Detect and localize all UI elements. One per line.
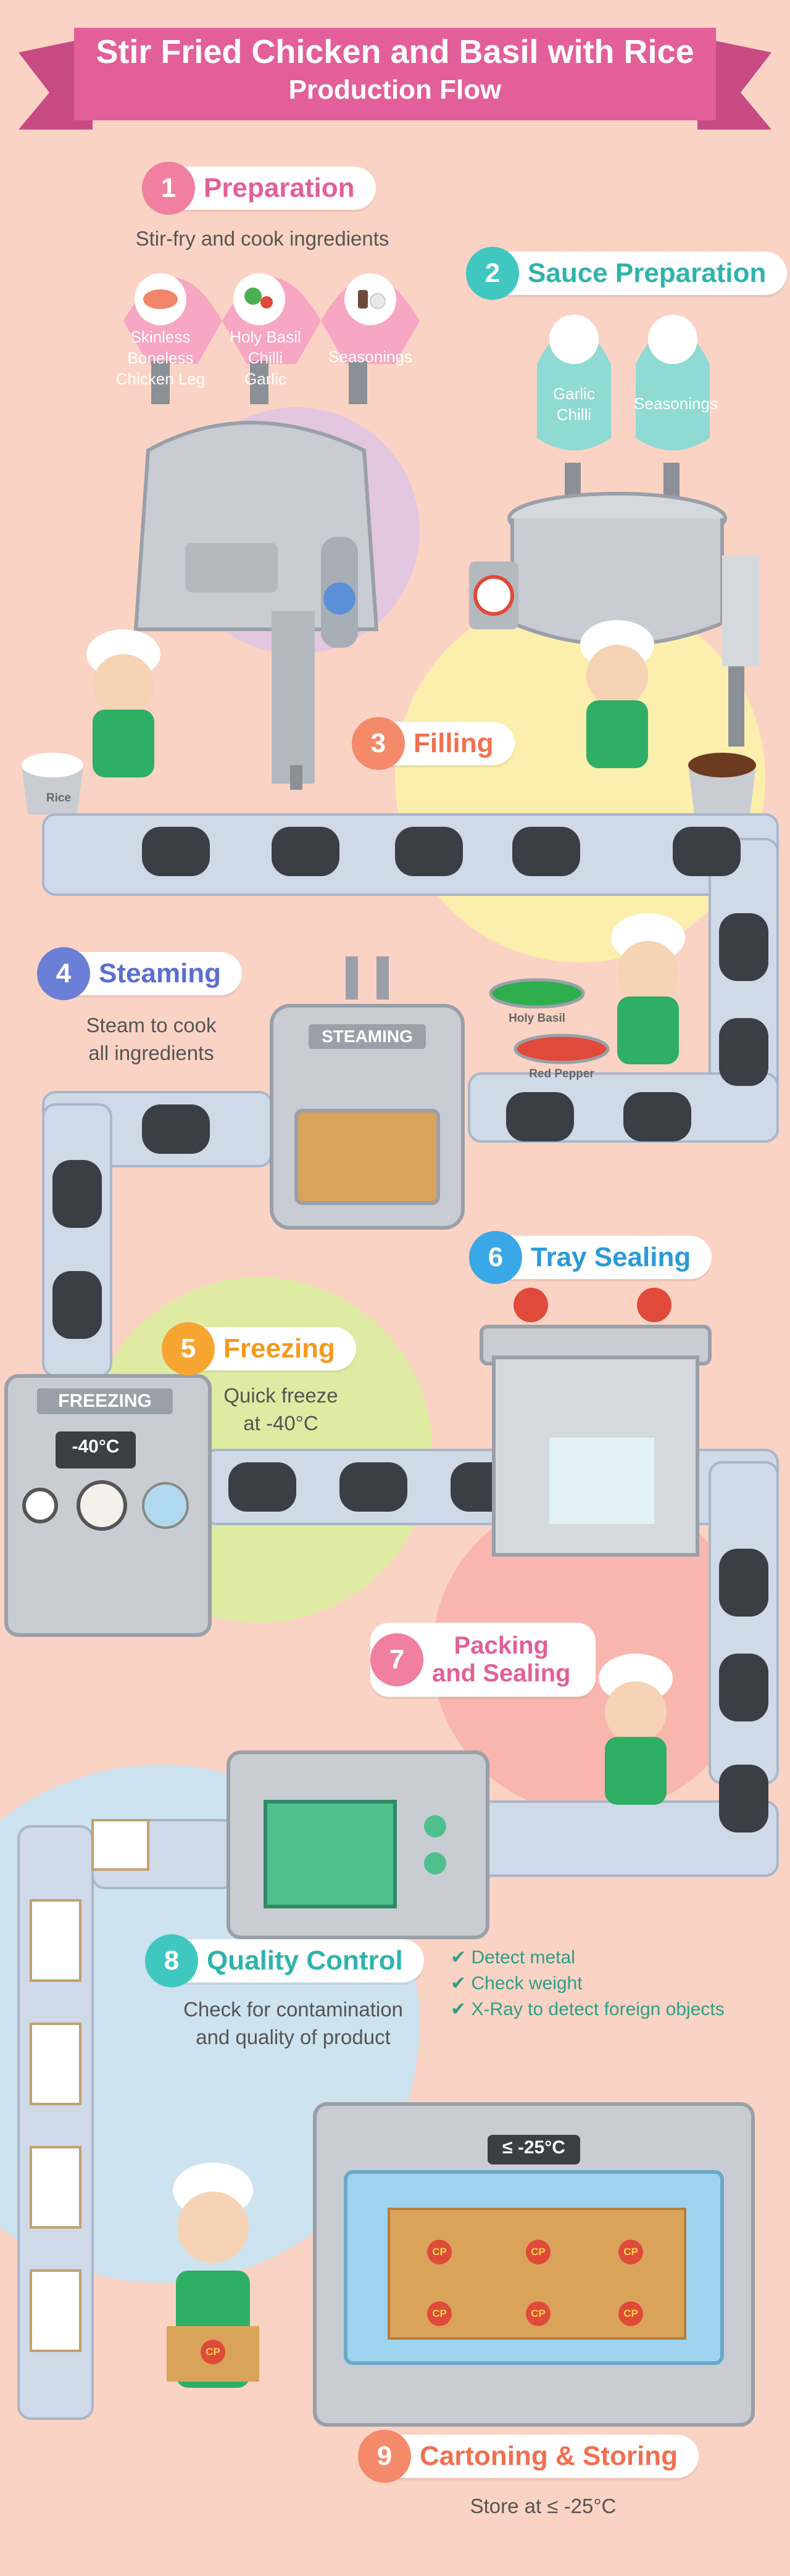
step-5-number: 5: [162, 1322, 215, 1375]
step-5-label: Freezing: [223, 1333, 335, 1364]
step-8-number: 8: [145, 1934, 198, 1987]
step-3-number: 3: [352, 717, 405, 770]
step-4-label: Steaming: [99, 958, 222, 988]
hopper-chicken: [123, 273, 222, 404]
step-6-number: 6: [469, 1231, 522, 1284]
step-5-desc-line-2: at -40°C: [243, 1411, 318, 1435]
step-4-desc-line-1: Steam to cook: [86, 1014, 217, 1037]
check-item-3-label: X-Ray to detect foreign objects: [471, 1999, 725, 2019]
sauce-garlic-line-2: Chilli: [556, 405, 592, 424]
step-7-badge: Packing and Sealing 7: [370, 1623, 596, 1697]
step-9-desc: Store at ≤ -25°C: [470, 2495, 617, 2517]
step-8-desc-line-1: Check for contamination: [183, 1998, 403, 2021]
ingredient-seasonings: Seasonings: [328, 347, 412, 366]
packing-machine: [227, 1750, 489, 1939]
ingredient-chicken-line-3: Chicken Leg: [115, 369, 206, 388]
chef-4: [599, 1654, 673, 1805]
title-line-2: Production Flow: [288, 74, 502, 105]
cp-logo: CP: [618, 2240, 643, 2264]
step-5-desc-line-1: Quick freeze: [223, 1384, 338, 1407]
checkmark-icon: ✔: [451, 1999, 467, 2019]
ingredient-chicken-line-1: Skinless: [130, 328, 191, 346]
cp-logo: CP: [526, 2301, 551, 2326]
cp-logo: CP: [618, 2301, 643, 2326]
ingredient-chicken-line-2: Boneless: [127, 348, 194, 367]
step-4-desc-line-2: all ingredients: [88, 1041, 214, 1064]
check-item-2-label: Check weight: [471, 1973, 583, 1994]
cp-logo: CP: [526, 2240, 551, 2264]
check-item-1: ✔ Detect metal: [451, 1947, 575, 1968]
title-line-1: Stir Fried Chicken and Basil with Rice: [96, 33, 694, 70]
step-2-label: Sauce Preparation: [528, 258, 767, 288]
ingredient-basil-line-3: Garlic: [244, 369, 286, 388]
chef-2: [580, 620, 654, 768]
check-item-1-label: Detect metal: [471, 1947, 575, 1968]
ingredient-chicken: Skinless Boneless Chicken Leg: [114, 327, 207, 389]
step-2-badge: Sauce Preparation 2: [466, 247, 788, 300]
check-item-3: ✔ X-Ray to detect foreign objects: [451, 1998, 725, 2020]
step-8-label: Quality Control: [207, 1945, 403, 1976]
step-1-desc: Stir-fry and cook ingredients: [135, 227, 389, 250]
freezing-machine: [4, 1374, 212, 1637]
ingredient-basil-line-1: Holy Basil: [230, 328, 301, 346]
step-9-number: 9: [358, 2430, 411, 2483]
step-7-label-line-1: Packing: [454, 1632, 549, 1659]
step-6-badge: Tray Sealing 6: [469, 1231, 712, 1284]
step-3-label: Filling: [414, 728, 494, 758]
storage-temp-display: ≤ -25°C: [502, 2137, 565, 2158]
step-4-number: 4: [37, 947, 90, 1000]
tray-sealing-machine: [480, 1288, 712, 1557]
step-2-number: 2: [466, 247, 519, 300]
step-7-number: 7: [370, 1633, 423, 1686]
ingredient-basil: Holy Basil Chilli Garlic: [219, 327, 312, 389]
step-8-desc-line-2: and quality of product: [196, 2025, 391, 2048]
cp-logo: CP: [427, 2301, 452, 2326]
sauce-bucket: [688, 753, 756, 814]
step-6-label: Tray Sealing: [531, 1242, 691, 1272]
step-5-desc: Quick freeze at -40°C: [210, 1382, 352, 1437]
page-title: Stir Fried Chicken and Basil with Rice P…: [74, 32, 716, 107]
steaming-machine: [270, 956, 465, 1230]
holy-basil-label: Holy Basil: [509, 1012, 565, 1025]
step-9-label: Cartoning & Storing: [420, 2441, 678, 2471]
step-8-badge: Quality Control 8: [145, 1934, 424, 1987]
step-7-label-line-2: and Sealing: [432, 1660, 571, 1687]
hopper-basil: [222, 273, 321, 404]
step-9-badge: Cartoning & Storing 9: [358, 2430, 699, 2483]
chef-1: [86, 629, 160, 777]
chef-3: [611, 913, 685, 1064]
step-8-desc: Check for contamination and quality of p…: [157, 1996, 429, 2051]
rice-label: Rice: [46, 792, 72, 805]
sauce-seasonings: Seasonings: [634, 394, 718, 413]
step-4-badge: Steaming 4: [37, 947, 243, 1000]
cp-logo: CP: [201, 2340, 225, 2364]
packed-boxes: [30, 1819, 149, 2352]
freezing-sign: FREEZING: [37, 1388, 173, 1414]
freezer-temp-display: -40°C: [72, 1436, 120, 1457]
step-5-badge: Freezing 5: [162, 1322, 356, 1375]
checkmark-icon: ✔: [451, 1973, 467, 1994]
steaming-sign: STEAMING: [309, 1024, 426, 1049]
rice-bucket: [22, 753, 83, 814]
ingredient-basil-line-2: Chilli: [247, 348, 283, 367]
check-item-2: ✔ Check weight: [451, 1973, 583, 1994]
red-pepper-label: Red Pepper: [529, 1067, 594, 1080]
step-4-desc: Steam to cook all ingredients: [59, 1012, 244, 1067]
hopper-seasonings-1: [321, 273, 420, 404]
step-1-label: Preparation: [204, 173, 355, 203]
trays: [52, 827, 768, 1833]
sauce-garlic-chilli: Garlic Chilli: [531, 384, 617, 426]
step-1-badge: Preparation 1: [142, 162, 376, 215]
checkmark-icon: ✔: [451, 1947, 467, 1968]
step-1-number: 1: [142, 162, 195, 215]
cp-logo: CP: [427, 2240, 452, 2264]
sauce-garlic-line-1: Garlic: [553, 384, 595, 403]
step-3-badge: Filling 3: [352, 717, 515, 770]
